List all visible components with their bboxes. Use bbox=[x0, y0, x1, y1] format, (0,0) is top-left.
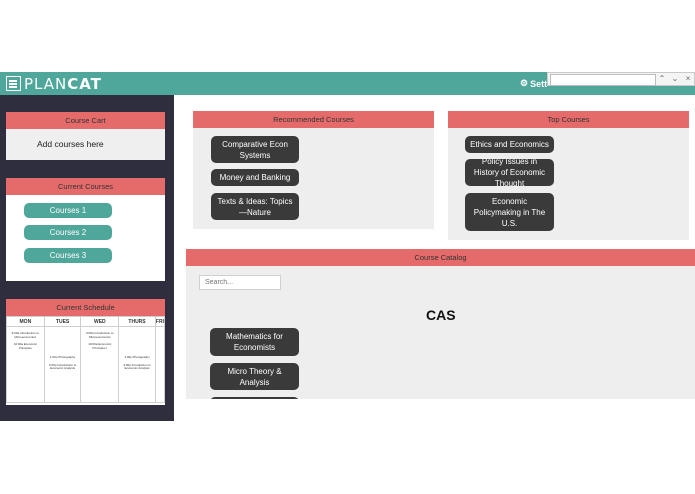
day-column-tues: 1:00p Photography 3:00p Introduction to … bbox=[43, 326, 82, 403]
course-cart-card: Course Cart Add courses here bbox=[6, 112, 165, 160]
schedule-event[interactable]: 10:00a Economic Principles bbox=[13, 342, 37, 350]
schedule-event[interactable]: 3:00p Introduction to Economic Analysis bbox=[48, 362, 77, 370]
course-catalog-title: Course Catalog bbox=[186, 249, 695, 266]
course-button[interactable]: Money and Banking bbox=[211, 169, 299, 186]
schedule-event[interactable]: 9:00a Introduction to Microeconomics bbox=[11, 331, 40, 339]
current-schedule-card: Current Schedule MON TUES WED THURS FRI … bbox=[6, 299, 166, 405]
settings-button[interactable]: ⚙ Sett bbox=[520, 78, 547, 89]
course-cart-empty-text: Add courses here bbox=[37, 139, 104, 149]
current-courses-card: Current Courses Courses 1 Courses 2 Cour… bbox=[6, 178, 165, 281]
course-button[interactable]: Comparative Econ Systems bbox=[211, 136, 299, 163]
course-button[interactable] bbox=[210, 397, 299, 399]
current-course-button[interactable]: Courses 1 bbox=[24, 203, 112, 218]
logo-text-light: PLAN bbox=[24, 74, 68, 93]
day-column-fri bbox=[154, 326, 166, 403]
day-header-mon: MON bbox=[6, 316, 45, 327]
course-button[interactable]: Mathematics for Economists bbox=[210, 328, 299, 356]
schedule-event[interactable]: 1:00p Photography bbox=[49, 355, 76, 359]
app-logo[interactable]: PLANCAT bbox=[6, 74, 102, 93]
day-column-wed: 9:00a Introduction to Microeconomics 10:… bbox=[80, 326, 120, 403]
top-courses-title: Top Courses bbox=[448, 111, 689, 128]
schedule-event[interactable]: 10:00a Economic Principles I bbox=[88, 342, 112, 350]
recommended-courses-title: Recommended Courses bbox=[193, 111, 434, 128]
chevron-down-icon[interactable]: ⌄ bbox=[671, 74, 679, 83]
course-button[interactable]: Texts & Ideas: Topics —Nature bbox=[211, 193, 299, 220]
chevron-up-icon[interactable]: ⌃ bbox=[658, 74, 666, 83]
find-input[interactable] bbox=[550, 74, 656, 86]
current-course-button[interactable]: Courses 2 bbox=[24, 225, 112, 240]
day-header-wed: WED bbox=[80, 316, 120, 327]
close-icon[interactable]: × bbox=[685, 74, 691, 83]
current-schedule-title: Current Schedule bbox=[6, 299, 165, 316]
course-button[interactable]: Micro Theory & Analysis bbox=[210, 363, 299, 390]
day-column-mon: 9:00a Introduction to Microeconomics 10:… bbox=[6, 326, 45, 403]
schedule-event[interactable]: 1:00p Photography bbox=[124, 355, 150, 359]
logo-text-bold: CAT bbox=[67, 74, 102, 93]
day-header-tues: TUES bbox=[43, 316, 82, 327]
settings-label: Sett bbox=[530, 78, 548, 89]
schedule-table: MON TUES WED THURS FRI 9:00a Introductio… bbox=[6, 316, 166, 403]
gear-icon: ⚙ bbox=[520, 78, 529, 88]
catalog-search-input[interactable] bbox=[199, 275, 281, 290]
course-button[interactable]: Economic Policymaking in The U.S. bbox=[465, 193, 554, 231]
course-cart-title: Course Cart bbox=[6, 112, 165, 129]
find-bar: ⌃ ⌄ × bbox=[547, 72, 695, 86]
course-button[interactable]: Ethics and Economics bbox=[465, 136, 554, 153]
calendar-icon bbox=[6, 76, 21, 91]
current-course-button[interactable]: Courses 3 bbox=[24, 248, 112, 263]
catalog-section-heading: CAS bbox=[426, 307, 456, 323]
day-column-thurs: 1:00p Photography 3:00p Introduction to … bbox=[118, 326, 156, 403]
course-button[interactable]: Policy Issues in History of Economic Tho… bbox=[465, 157, 554, 188]
current-courses-title: Current Courses bbox=[6, 178, 165, 195]
top-navbar bbox=[0, 72, 695, 95]
day-header-fri: FRI bbox=[154, 316, 166, 327]
schedule-event[interactable]: 9:00a Introduction to Microeconomics bbox=[86, 331, 114, 339]
day-header-thurs: THURS bbox=[118, 316, 156, 327]
schedule-event[interactable]: 3:00p Introduction to Economic Analysis bbox=[123, 362, 151, 370]
